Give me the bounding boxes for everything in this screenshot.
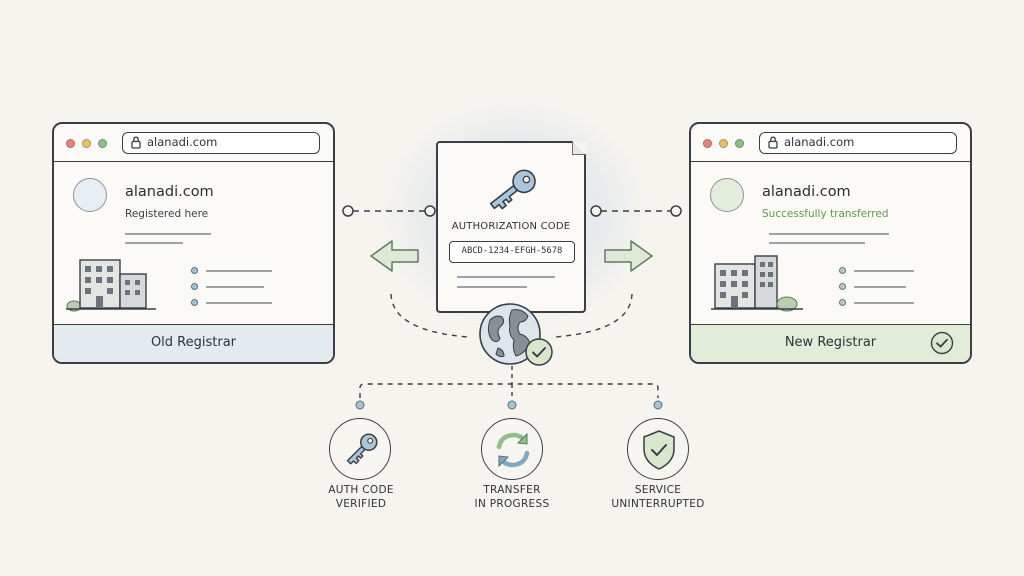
transfer-in-progress-badge: [481, 418, 543, 480]
list-bullet: [839, 283, 846, 290]
new-registrar-window: alanadi.com alanadi.com Successfully tra…: [689, 122, 972, 364]
placeholder-line: [769, 242, 865, 244]
lock-icon: [131, 136, 141, 149]
status-line-2: IN PROGRESS: [474, 498, 550, 510]
service-uninterrupted-badge: [627, 418, 689, 480]
maximize-dot-icon[interactable]: [735, 139, 744, 148]
doc-left-endpoint: [424, 205, 436, 217]
list-bullet: [191, 299, 198, 306]
new-registrar-label: New Registrar: [784, 335, 877, 350]
close-dot-icon[interactable]: [703, 139, 712, 148]
old-window-titlebar: alanadi.com: [54, 124, 333, 162]
authorization-code-document: AUTHORIZATION CODE ABCD-1234-EFGH-5678: [436, 141, 586, 313]
status-line-1: TRANSFER: [483, 484, 541, 496]
list-bullet: [839, 299, 846, 306]
key-icon: [346, 433, 378, 465]
minimize-dot-icon[interactable]: [719, 139, 728, 148]
arrow-left-icon: [370, 240, 419, 272]
old-registrar-window: alanadi.com alanadi.com Registered here: [52, 122, 335, 364]
right-curve-dashed: [554, 293, 633, 338]
new-domain-name: alanadi.com: [762, 184, 851, 200]
placeholder-line: [206, 302, 272, 304]
placeholder-line: [854, 286, 906, 288]
placeholder-line: [854, 302, 914, 304]
close-dot-icon[interactable]: [66, 139, 75, 148]
check-circle-icon: [930, 331, 954, 355]
new-link-endpoint: [670, 205, 682, 217]
placeholder-line: [769, 233, 889, 235]
globe-icon: [479, 303, 553, 366]
old-avatar: [73, 178, 107, 212]
status-node-3: [653, 400, 663, 410]
status-line-1: AUTH CODE: [328, 484, 394, 496]
lock-icon: [768, 136, 778, 149]
new-url-text: alanadi.com: [784, 135, 855, 149]
old-registrar-footer: Old Registrar: [54, 324, 333, 362]
new-registrar-footer: New Registrar: [691, 324, 970, 362]
auth-code-verified-label: AUTH CODE VERIFIED: [291, 483, 431, 511]
old-office-building-icon: [66, 259, 156, 312]
new-window-titlebar: alanadi.com: [691, 124, 970, 162]
doc-right-endpoint: [590, 205, 602, 217]
status-line-1: SERVICE: [634, 484, 682, 496]
placeholder-line: [206, 286, 264, 288]
new-avatar: [710, 178, 744, 212]
tree-branch: [359, 383, 659, 398]
status-line-2: UNINTERRUPTED: [611, 498, 705, 510]
placeholder-line: [854, 270, 914, 272]
list-bullet: [839, 267, 846, 274]
auth-code-verified-badge: [329, 418, 391, 480]
status-node-1: [355, 400, 365, 410]
service-uninterrupted-label: SERVICE UNINTERRUPTED: [588, 483, 728, 511]
old-url-bar[interactable]: alanadi.com: [122, 132, 320, 154]
old-domain-name: alanadi.com: [125, 184, 214, 200]
shield-check-icon: [643, 430, 675, 470]
old-link-endpoint: [342, 205, 354, 217]
left-curve-dashed: [390, 293, 469, 338]
arrow-right-icon: [604, 240, 653, 272]
key-icon: [489, 169, 536, 210]
sync-arrows-icon: [496, 432, 530, 468]
placeholder-line: [457, 276, 555, 278]
maximize-dot-icon[interactable]: [98, 139, 107, 148]
placeholder-line: [125, 233, 211, 235]
minimize-dot-icon[interactable]: [82, 139, 91, 148]
placeholder-line: [206, 270, 272, 272]
authorization-code-value[interactable]: ABCD-1234-EFGH-5678: [449, 241, 575, 263]
list-bullet: [191, 283, 198, 290]
transfer-in-progress-label: TRANSFER IN PROGRESS: [442, 483, 582, 511]
new-status-text: Successfully transferred: [762, 208, 889, 220]
old-url-text: alanadi.com: [147, 135, 218, 149]
old-registrar-label: Old Registrar: [150, 335, 237, 350]
authorization-code-title: AUTHORIZATION CODE: [451, 221, 571, 232]
list-bullet: [191, 267, 198, 274]
new-url-bar[interactable]: alanadi.com: [759, 132, 957, 154]
placeholder-line: [125, 242, 183, 244]
old-status-text: Registered here: [125, 208, 209, 220]
status-line-2: VERIFIED: [335, 498, 387, 510]
placeholder-line: [457, 286, 527, 288]
new-office-building-icon: [711, 255, 803, 312]
page-fold-icon: [572, 141, 586, 155]
status-node-2: [507, 400, 517, 410]
